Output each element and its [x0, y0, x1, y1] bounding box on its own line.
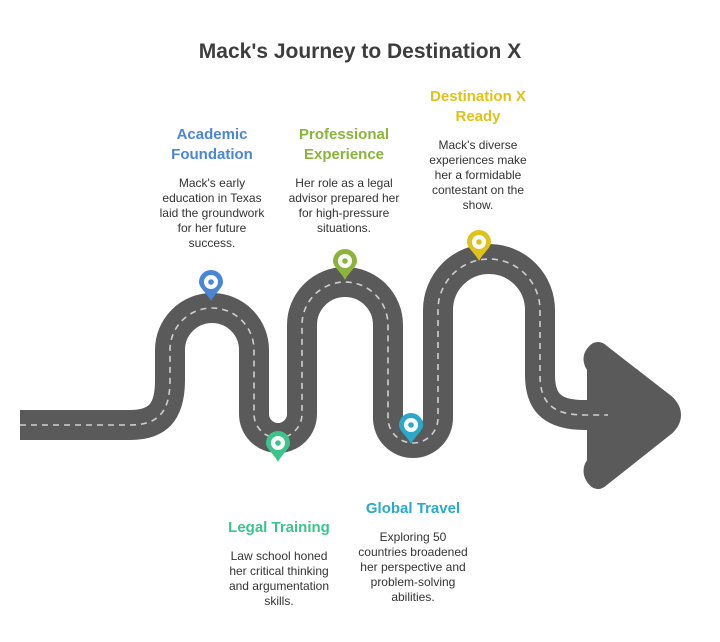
milestone-legal: Legal Training Law school honed her crit… [206, 518, 352, 609]
milestone-global: Global Travel Exploring 50 countries bro… [340, 499, 486, 605]
milestone-title: Destination X Ready [430, 88, 526, 125]
road-center-line [20, 258, 608, 444]
milestone-title: Global Travel [365, 500, 461, 517]
milestone-academic: Academic Foundation Mack's early educati… [142, 125, 282, 251]
academic-location-pin-icon [199, 270, 223, 301]
milestone-title: Professional Experience [298, 126, 390, 163]
global-location-pin-icon [399, 413, 423, 444]
legal-location-pin-icon [266, 431, 290, 462]
milestone-professional: Professional Experience Her role as a le… [274, 125, 414, 236]
destination-location-pin-icon [467, 230, 491, 261]
milestone-description: Mack's early education in Texas laid the… [159, 176, 265, 250]
milestone-description: Exploring 50 countries broadened her per… [358, 530, 468, 604]
milestone-title: Legal Training [228, 519, 330, 536]
milestone-title: Academic Foundation [171, 126, 253, 163]
milestone-description: Mack's diverse experiences make her a fo… [429, 138, 527, 212]
professional-location-pin-icon [333, 249, 357, 280]
milestone-description: Her role as a legal advisor prepared her… [288, 176, 400, 235]
winding-road [20, 244, 610, 458]
page-title: Mack's Journey to Destination X [198, 40, 522, 63]
milestone-destination: Destination X Ready Mack's diverse exper… [408, 87, 548, 213]
arrow-head-icon [583, 342, 681, 489]
milestone-description: Law school honed her critical thinking a… [228, 549, 330, 608]
